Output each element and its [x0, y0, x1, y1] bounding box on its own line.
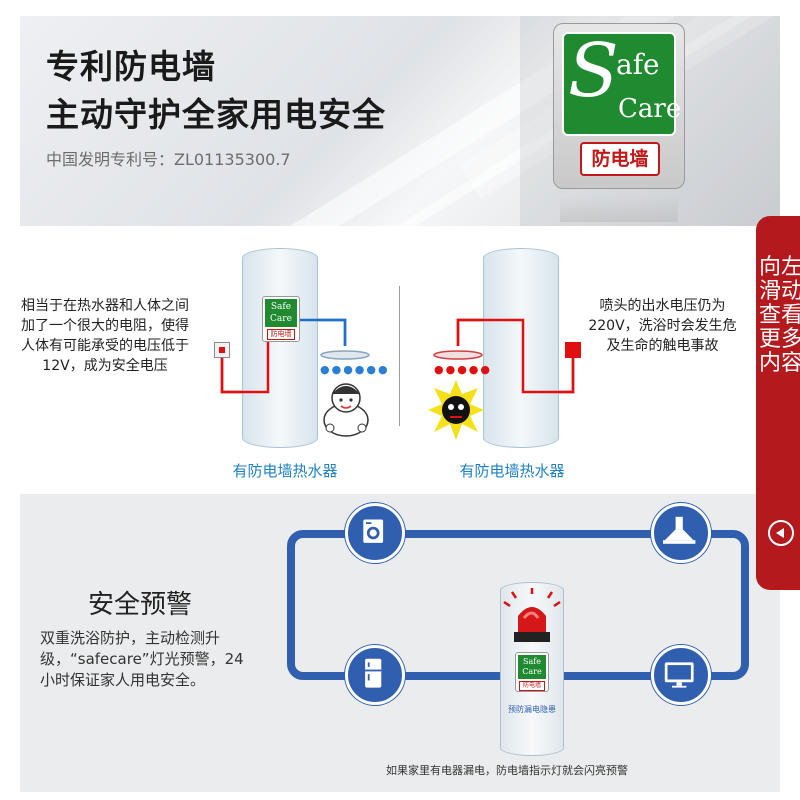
logo-badge-text: 防电墙 [580, 142, 660, 176]
safecare-logo: S afe Care 防电墙 [553, 23, 685, 189]
fridge-icon [345, 645, 405, 705]
electric-shock-icon [428, 380, 484, 440]
heater-right [483, 248, 559, 448]
logo-word-afe: afe [616, 48, 660, 81]
heater-label: 预防漏电隐患 [508, 705, 556, 714]
banner-title-line1: 专利防电墙 [46, 47, 216, 86]
banner-title-line2: 主动守护全家用电安全 [46, 95, 386, 134]
tv-icon [651, 645, 711, 705]
warning-title: 安全预警 [88, 590, 193, 620]
arrow-left-icon[interactable] [768, 520, 794, 546]
swipe-more-tab[interactable]: 向左滑动查看更多内容 [756, 216, 800, 590]
warning-text: 双重洗浴防护，主动检测升级，“safecare”灯光预警，24小时保证家人用电安… [40, 629, 244, 689]
mini-logo-red: 防电墙 [519, 681, 545, 691]
heater-left [242, 248, 318, 448]
socket-icon [214, 342, 230, 358]
caption-right: 有防电墙热水器 [459, 462, 565, 480]
patent-number: 中国发明专利号：ZL01135300.7 [46, 150, 291, 169]
happy-girl-icon [323, 383, 369, 437]
caption-left: 有防电墙热水器 [232, 462, 338, 480]
wiring-diagram-front [220, 318, 575, 394]
range-hood-icon [651, 503, 711, 563]
water-drops-safe: ●●●●●● [320, 363, 390, 376]
left-description: 相当于在热水器和人体之间加了一个很大的电阻，使得人体有可能承受的电压低于12V，… [21, 298, 189, 374]
warning-footnote: 如果家里有电器漏电，防电墙指示灯就会闪亮预警 [386, 764, 628, 777]
mini-logo-red: 防电墙 [267, 329, 295, 340]
right-description: 喷头的出水电压仍为220V，洗浴时会发生危及生命的触电事故 [588, 298, 737, 354]
section-divider [399, 286, 400, 426]
alarm-light-icon [503, 588, 561, 642]
safecare-logo-green: S afe Care [562, 28, 681, 136]
water-drops-danger: ●●●●● [434, 363, 492, 376]
swipe-more-label: 向左滑动查看更多内容 [758, 255, 800, 376]
logo-letter-s: S [568, 28, 619, 114]
socket-icon [565, 342, 581, 358]
logo-word-care: Care [618, 94, 682, 124]
washing-machine-icon [345, 503, 405, 563]
